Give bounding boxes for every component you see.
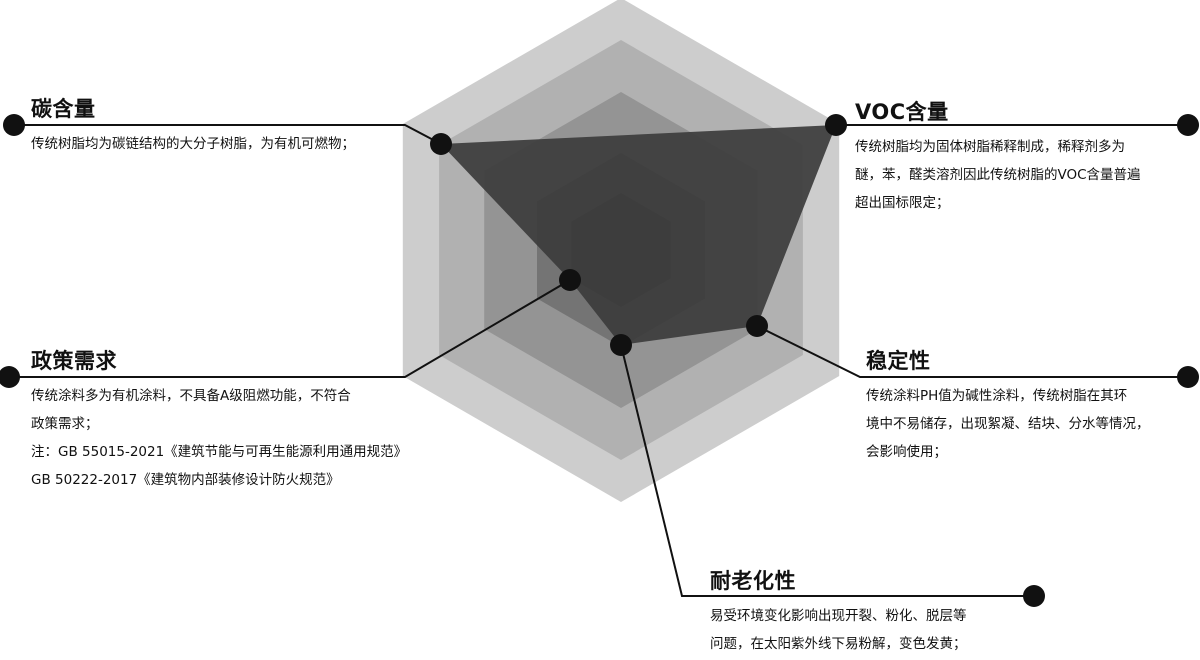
- data-point-carbon: [430, 133, 452, 155]
- endpoint-dot-aging: [1023, 585, 1045, 607]
- leader-line-policy: [9, 279, 571, 378]
- leader-line-aging: [620, 344, 1034, 597]
- carbon-description: 传统树脂均为碳链结构的大分子树脂，为有机可燃物；: [31, 130, 355, 158]
- leader-line-carbon: [14, 124, 442, 145]
- stability-line-3: 会影响使用；: [866, 444, 947, 460]
- data-point-stability: [746, 315, 768, 337]
- voc-title: VOC含量: [855, 100, 949, 124]
- policy-line-4: GB 50222-2017《建筑物内部装修设计防火规范》: [31, 472, 340, 488]
- policy-description: 传统涂料多为有机涂料，不具备A级阻燃功能，不符合 政策需求； 注：GB 5501…: [31, 382, 407, 494]
- endpoint-dot-policy: [0, 366, 20, 388]
- voc-description: 传统树脂均为固体树脂稀释制成，稀释剂多为 醚，苯，醛类溶剂因此传统树脂的VOC含…: [855, 133, 1141, 217]
- carbon-title: 碳含量: [31, 97, 96, 121]
- label-aging: 耐老化性 易受环境变化影响出现开裂、粉化、脱层等 问题，在太阳紫外线下易粉解，变…: [710, 568, 967, 658]
- voc-line-2: 醚，苯，醛类溶剂因此传统树脂的VOC含量普遍: [855, 167, 1141, 183]
- label-policy: 政策需求 传统涂料多为有机涂料，不具备A级阻燃功能，不符合 政策需求； 注：GB…: [31, 348, 407, 494]
- label-voc: VOC含量 传统树脂均为固体树脂稀释制成，稀释剂多为 醚，苯，醛类溶剂因此传统树…: [855, 99, 1141, 217]
- policy-title: 政策需求: [31, 349, 117, 373]
- endpoint-dot-voc: [1177, 114, 1199, 136]
- aging-line-2: 问题，在太阳紫外线下易粉解，变色发黄；: [710, 636, 967, 652]
- voc-line-3: 超出国标限定；: [855, 195, 950, 211]
- label-carbon: 碳含量 传统树脂均为碳链结构的大分子树脂，为有机可燃物；: [31, 96, 355, 158]
- stability-line-1: 传统涂料PH值为碱性涂料，传统树脂在其环: [866, 388, 1128, 404]
- carbon-line-1: 传统树脂均为碳链结构的大分子树脂，为有机可燃物；: [31, 136, 355, 152]
- data-point-voc: [825, 114, 847, 136]
- leader-lines: [9, 124, 1188, 597]
- endpoint-dot-carbon: [3, 114, 25, 136]
- policy-line-1: 传统涂料多为有机涂料，不具备A级阻燃功能，不符合: [31, 388, 351, 404]
- endpoint-dot-stability: [1177, 366, 1199, 388]
- aging-description: 易受环境变化影响出现开裂、粉化、脱层等 问题，在太阳紫外线下易粉解，变色发黄；: [710, 602, 967, 658]
- stability-description: 传统涂料PH值为碱性涂料，传统树脂在其环 境中不易储存，出现絮凝、结块、分水等情…: [866, 382, 1150, 466]
- stability-title: 稳定性: [866, 349, 931, 373]
- aging-line-1: 易受环境变化影响出现开裂、粉化、脱层等: [710, 608, 967, 624]
- label-stability: 稳定性 传统涂料PH值为碱性涂料，传统树脂在其环 境中不易储存，出现絮凝、结块、…: [866, 348, 1150, 466]
- voc-line-1: 传统树脂均为固体树脂稀释制成，稀释剂多为: [855, 139, 1125, 155]
- stability-line-2: 境中不易储存，出现絮凝、结块、分水等情况，: [866, 416, 1150, 432]
- data-point-policy: [559, 269, 581, 291]
- policy-line-3: 注：GB 55015-2021《建筑节能与可再生能源利用通用规范》: [31, 444, 408, 460]
- aging-title: 耐老化性: [710, 569, 796, 593]
- data-dots: [0, 114, 1199, 607]
- policy-line-2: 政策需求；: [31, 416, 99, 432]
- data-point-aging: [610, 334, 632, 356]
- leader-line-stability: [756, 325, 1188, 378]
- data-polygon: [441, 125, 836, 345]
